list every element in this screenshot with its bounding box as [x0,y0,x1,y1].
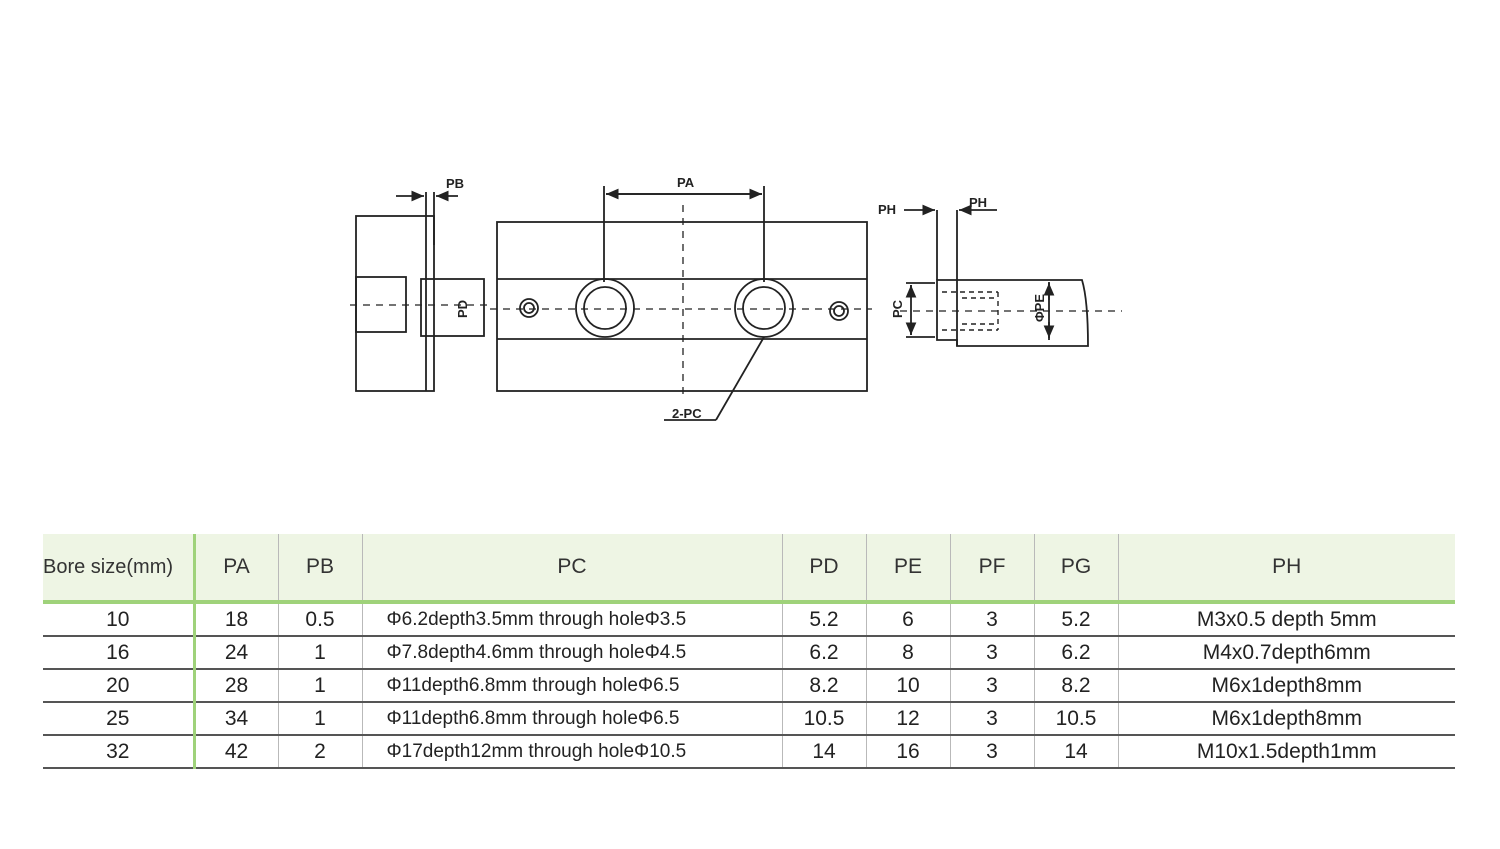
pa-label: PA [677,175,695,190]
cell-pa: 24 [192,636,278,670]
cell-bore: 32 [43,735,194,769]
table-row: 32 42 2 Φ17depth12mm through holeΦ10.5 1… [43,735,1455,769]
front-view [496,186,868,421]
cell-pf: 3 [949,602,1034,637]
header-pc: PC [361,534,782,604]
spec-table: Bore size(mm) PA PB PC PD PE PF PG PH 10… [43,534,1455,769]
cell-pc: Φ6.2depth3.5mm through holeΦ3.5 [361,602,782,637]
cell-pf: 3 [949,735,1034,769]
cell-pe: 6 [865,602,950,637]
pe-label: ΦPE [1032,294,1047,322]
cell-pg: 5.2 [1033,602,1118,637]
header-pb: PB [277,534,362,604]
header-pd: PD [781,534,866,604]
table-row: 10 18 0.5 Φ6.2depth3.5mm through holeΦ3.… [43,602,1455,637]
table-row: 16 24 1 Φ7.8depth4.6mm through holeΦ4.5 … [43,636,1455,670]
cell-pc: Φ17depth12mm through holeΦ10.5 [361,735,782,769]
cell-pd: 8.2 [781,669,866,703]
pb-label: PB [446,176,464,191]
cell-ph: M4x0.7depth6mm [1117,636,1455,670]
cell-pb: 2 [277,735,362,769]
cell-pa: 42 [192,735,278,769]
table-header-row: Bore size(mm) PA PB PC PD PE PF PG PH [43,534,1455,604]
header-pe: PE [865,534,950,604]
cell-pe: 12 [865,702,950,736]
side-view [355,190,485,392]
cell-pb: 1 [277,669,362,703]
cell-pd: 14 [781,735,866,769]
cell-pd: 10.5 [781,702,866,736]
pd-label: PD [455,300,470,318]
cell-pe: 10 [865,669,950,703]
table-row: 25 34 1 Φ11depth6.8mm through holeΦ6.5 1… [43,702,1455,736]
cell-bore: 25 [43,702,194,736]
cell-pa: 28 [192,669,278,703]
header-bore-size: Bore size(mm) [43,534,194,604]
ph-left-label: PH [878,202,896,217]
cell-pa: 34 [192,702,278,736]
cell-pd: 5.2 [781,602,866,637]
cell-pd: 6.2 [781,636,866,670]
header-pa: PA [192,534,278,604]
cell-pe: 16 [865,735,950,769]
cell-pg: 6.2 [1033,636,1118,670]
cell-pb: 1 [277,636,362,670]
ph-right-label: PH [969,195,987,210]
cell-bore: 10 [43,602,194,637]
two-pc-label: 2-PC [672,406,702,421]
cell-pf: 3 [949,702,1034,736]
cell-pf: 3 [949,636,1034,670]
cell-pa: 18 [192,602,278,637]
cell-pg: 14 [1033,735,1118,769]
table-row: 20 28 1 Φ11depth6.8mm through holeΦ6.5 8… [43,669,1455,703]
cell-ph: M10x1.5depth1mm [1117,735,1455,769]
cell-pg: 10.5 [1033,702,1118,736]
cell-pc: Φ11depth6.8mm through holeΦ6.5 [361,669,782,703]
header-pf: PF [949,534,1034,604]
cell-pf: 3 [949,669,1034,703]
cell-pc: Φ7.8depth4.6mm through holeΦ4.5 [361,636,782,670]
cell-ph: M6x1depth8mm [1117,669,1455,703]
cell-pc: Φ11depth6.8mm through holeΦ6.5 [361,702,782,736]
header-ph: PH [1117,534,1455,604]
end-view [904,204,1089,347]
cell-ph: M3x0.5 depth 5mm [1117,602,1455,637]
cell-pb: 1 [277,702,362,736]
cell-bore: 20 [43,669,194,703]
cell-pg: 8.2 [1033,669,1118,703]
cell-pe: 8 [865,636,950,670]
header-pg: PG [1033,534,1118,604]
technical-drawing: PB PA PH PH 2-PC PD PC ΦPE [350,175,1122,421]
cell-ph: M6x1depth8mm [1117,702,1455,736]
cell-pb: 0.5 [277,602,362,637]
cell-bore: 16 [43,636,194,670]
pc-label: PC [890,299,905,318]
